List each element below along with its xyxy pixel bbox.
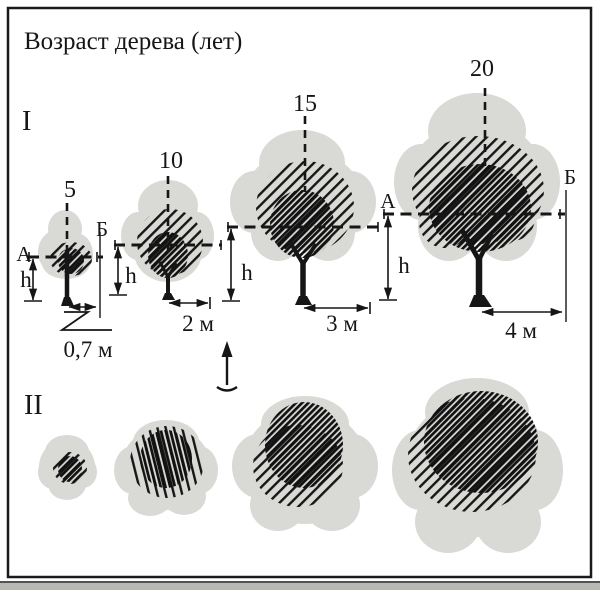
- figure-title: Возраст дерева (лет): [24, 28, 242, 55]
- width-label: 0,7 м: [63, 337, 113, 362]
- tree-side-view-age-10: 10 h 2 м: [109, 148, 222, 336]
- height-dimension: [24, 258, 42, 302]
- tree-side-view-age-5: 5 А Б h 0,7 м: [16, 177, 113, 362]
- row-label-plan-view: II: [24, 390, 43, 421]
- height-label: h: [241, 260, 253, 285]
- height-dimension: [379, 215, 397, 301]
- width-label: 4 м: [505, 318, 537, 343]
- point-b-label: Б: [564, 165, 576, 189]
- north-arrow: [216, 341, 238, 392]
- age-label: 5: [64, 177, 76, 203]
- width-leader-line: [59, 311, 112, 331]
- width-dimension: [168, 297, 211, 309]
- age-label: 10: [159, 148, 183, 174]
- north-arrow-head: [221, 341, 233, 357]
- crown-core: [270, 190, 334, 258]
- height-label: h: [20, 267, 32, 292]
- age-label: 20: [470, 56, 494, 82]
- tree-plan-view-age-10: [114, 420, 218, 516]
- width-dimension: [303, 302, 371, 314]
- point-a-label: А: [16, 242, 32, 266]
- plan-core: [140, 430, 192, 488]
- trunk: [288, 240, 318, 305]
- height-dimension: [109, 246, 127, 296]
- crown-core: [58, 248, 84, 274]
- age-label: 15: [293, 91, 317, 117]
- point-a-label: А: [380, 189, 396, 213]
- plan-core: [424, 391, 538, 493]
- footer-bar: [0, 581, 600, 590]
- crown-core: [429, 164, 531, 252]
- height-label: h: [125, 263, 137, 288]
- tree-plan-view-age-15: [232, 396, 378, 531]
- north-arrow-base: [216, 385, 238, 392]
- tree-side-view-age-15: 15 h 3 м: [222, 91, 379, 336]
- trunk: [158, 261, 178, 300]
- plan-core: [265, 402, 343, 488]
- tree-plan-view-age-5: [38, 435, 97, 500]
- height-dimension: [222, 228, 240, 302]
- plan-core: [58, 456, 82, 482]
- trunk: [459, 228, 495, 307]
- point-b-label: Б: [96, 217, 108, 241]
- tree-side-view-age-20: 20 А Б h 4 м: [379, 56, 576, 343]
- width-label: 2 м: [182, 311, 214, 336]
- width-label: 3 м: [326, 311, 358, 336]
- row-label-side-view: I: [22, 106, 31, 137]
- tree-plan-view-age-20: [392, 378, 563, 553]
- height-label: h: [398, 253, 410, 278]
